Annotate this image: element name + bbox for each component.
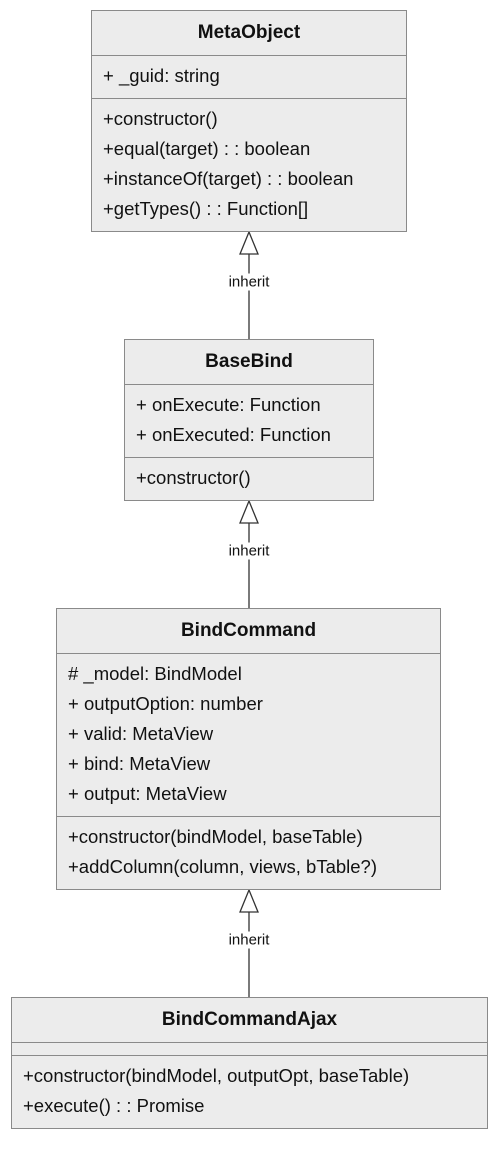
class-name: BindCommandAjax: [12, 998, 487, 1043]
method: +constructor(): [103, 108, 218, 129]
method: +equal(target) : : boolean: [103, 138, 311, 159]
attribute: + onExecute: Function: [136, 394, 321, 415]
attributes-section: [12, 1043, 487, 1055]
method: +getTypes() : : Function[]: [103, 198, 309, 219]
class-name: BindCommand: [57, 609, 440, 654]
class-basebind[interactable]: BaseBind + onExecute: Function + onExecu…: [124, 339, 374, 501]
inheritance-arrowhead: [239, 888, 259, 913]
attribute: # _model: BindModel: [68, 663, 242, 684]
method: +execute() : : Promise: [23, 1095, 205, 1116]
methods-section: +constructor(bindModel, outputOpt, baseT…: [12, 1055, 487, 1128]
method: +instanceOf(target) : : boolean: [103, 168, 354, 189]
methods-section: +constructor(bindModel, baseTable) +addC…: [57, 816, 440, 889]
attributes-section: + _guid: string: [92, 56, 406, 98]
method: +constructor(): [136, 467, 251, 488]
attributes-section: + onExecute: Function + onExecuted: Func…: [125, 385, 373, 457]
attribute: + outputOption: number: [68, 693, 263, 714]
attributes-section: # _model: BindModel + outputOption: numb…: [57, 654, 440, 816]
attribute: + valid: MetaView: [68, 723, 214, 744]
attribute: + bind: MetaView: [68, 753, 211, 774]
class-bindcommand[interactable]: BindCommand # _model: BindModel + output…: [56, 608, 441, 890]
edge-label: inherit: [225, 542, 273, 560]
method: +constructor(bindModel, outputOpt, baseT…: [23, 1065, 410, 1086]
inheritance-arrowhead: [239, 499, 259, 524]
methods-section: +constructor() +equal(target) : : boolea…: [92, 98, 406, 231]
methods-section: +constructor(): [125, 457, 373, 500]
method: +constructor(bindModel, baseTable): [68, 826, 363, 847]
edge-label: inherit: [225, 931, 273, 949]
attribute: + output: MetaView: [68, 783, 227, 804]
class-name: BaseBind: [125, 340, 373, 385]
attribute: + _guid: string: [103, 65, 220, 86]
method: +addColumn(column, views, bTable?): [68, 856, 377, 877]
class-bindcommandajax[interactable]: BindCommandAjax +constructor(bindModel, …: [11, 997, 488, 1129]
class-name: MetaObject: [92, 11, 406, 56]
attribute: + onExecuted: Function: [136, 424, 331, 445]
inheritance-arrowhead: [239, 230, 259, 255]
class-metaobject[interactable]: MetaObject + _guid: string +constructor(…: [91, 10, 407, 232]
edge-label: inherit: [225, 273, 273, 291]
